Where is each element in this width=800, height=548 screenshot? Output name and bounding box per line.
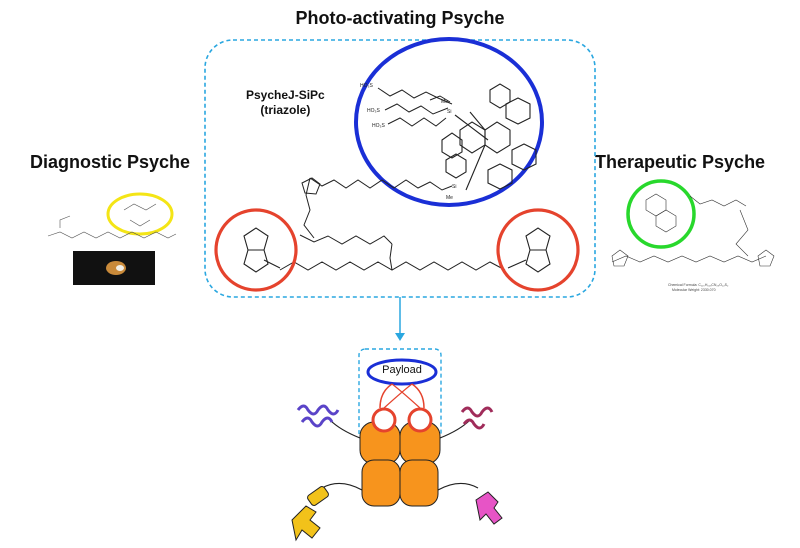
diagnostic-yellow-ring — [106, 192, 174, 236]
protein-helix-left-icon — [296, 404, 340, 428]
photo-activating-title: Photo-activating Psyche — [295, 8, 505, 28]
svg-text:Molecular Weight: 2330.070: Molecular Weight: 2330.070 — [672, 288, 716, 292]
diagnostic-structure-icon — [47, 203, 177, 239]
photo-activating-box — [204, 39, 596, 298]
payload-ellipse — [366, 358, 438, 386]
diagnostic-title: Diagnostic Psyche — [30, 152, 191, 172]
biotin-structure-icon — [243, 227, 551, 273]
svg-text:HO₃S: HO₃S — [360, 83, 374, 89]
svg-text:HO₃S: HO₃S — [372, 123, 386, 129]
svg-text:HO₃S: HO₃S — [367, 108, 381, 114]
payload-box — [358, 348, 442, 440]
svg-text:Si: Si — [452, 184, 456, 190]
svg-text:Chemical Formula: C₁₂₀H₁₆₃CN₂₃: Chemical Formula: C₁₂₀H₁₆₃CN₂₃O₂₂S₂ — [668, 283, 729, 287]
payload-label: Payload — [382, 364, 422, 376]
linker-chain-icon — [279, 177, 506, 271]
sulfonate-text-icon: HO₃S HO₃S HO₃S Si Si Me Me — [360, 83, 456, 201]
streptavidin-protein-icon — [359, 421, 441, 507]
protein-helix-right-icon — [460, 406, 494, 430]
sipc-ring — [354, 37, 544, 207]
phthalocyanine-structure-icon — [441, 83, 537, 191]
biotin-ring-left — [214, 208, 298, 292]
antibody-pink-icon — [475, 491, 503, 525]
biotin-ring-right — [496, 208, 580, 292]
svg-text:Me: Me — [446, 195, 453, 201]
compound-name-line2: (triazole) — [260, 103, 311, 117]
compound-name-line1: PsycheJ-SiPc — [246, 88, 325, 102]
therapeutic-green-ring — [626, 179, 696, 249]
sulfonate-chains-icon — [377, 87, 453, 127]
therapeutic-structure-icon — [611, 193, 775, 267]
svg-text:Me: Me — [441, 99, 448, 105]
antibody-yellow-icon — [291, 486, 329, 542]
svg-text:Si: Si — [447, 109, 451, 115]
therapeutic-title: Therapeutic Psyche — [595, 152, 766, 172]
compound-label: PsycheJ-SiPc (triazole) — [246, 88, 325, 118]
therapeutic-formula-icon: Chemical Formula: C₁₂₀H₁₆₃CN₂₃O₂₂S₂ Mole… — [668, 283, 729, 292]
